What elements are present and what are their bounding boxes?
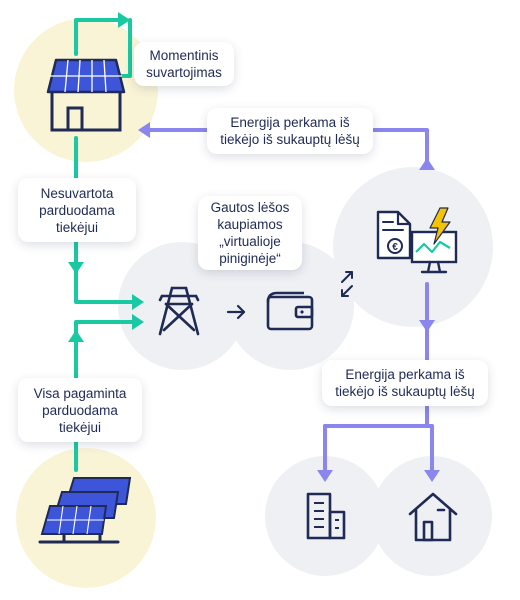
svg-text:€: € (392, 242, 398, 253)
nesuvartota-label: Nesuvartota parduodama tiekėjui (18, 178, 136, 242)
arrowhead (132, 314, 144, 330)
arrowhead (419, 320, 435, 332)
momentinis-label: Momentinis suvartojimas (134, 42, 234, 86)
tower-circle (118, 242, 246, 370)
power-tower-icon (158, 286, 200, 336)
building-circle (265, 456, 385, 576)
energija-top-label: Energija perkama iš tiekėjo iš sukauptų … (207, 108, 373, 154)
solar-house-icon (46, 58, 126, 132)
gautos-label: Gautos lėšos kaupiamos „virtualioje pini… (198, 196, 302, 270)
wallet-icon (266, 291, 314, 331)
supplier-monitor-icon: € (376, 207, 458, 274)
arrow-right-icon (226, 304, 246, 320)
home-circle (372, 456, 492, 576)
energija-bottom-label: Energija perkama iš tiekėjo iš sukauptų … (322, 360, 488, 406)
arrowhead (118, 12, 130, 28)
solar-panels-icon (38, 477, 132, 544)
arrowhead (132, 294, 144, 310)
arrowhead (138, 122, 150, 138)
wallet-circle (226, 242, 354, 370)
arrowhead (419, 158, 435, 170)
momentinis-loop-arrow (74, 18, 120, 56)
arrowhead (68, 262, 84, 274)
exchange-arrows-icon (341, 271, 353, 297)
arrowhead (68, 330, 84, 342)
home-icon (408, 492, 458, 542)
office-building-icon (306, 492, 346, 540)
arrowhead (424, 470, 440, 482)
arrowhead (317, 470, 333, 482)
visa-label: Visa pagaminta parduodama tiekėjui (18, 378, 142, 442)
